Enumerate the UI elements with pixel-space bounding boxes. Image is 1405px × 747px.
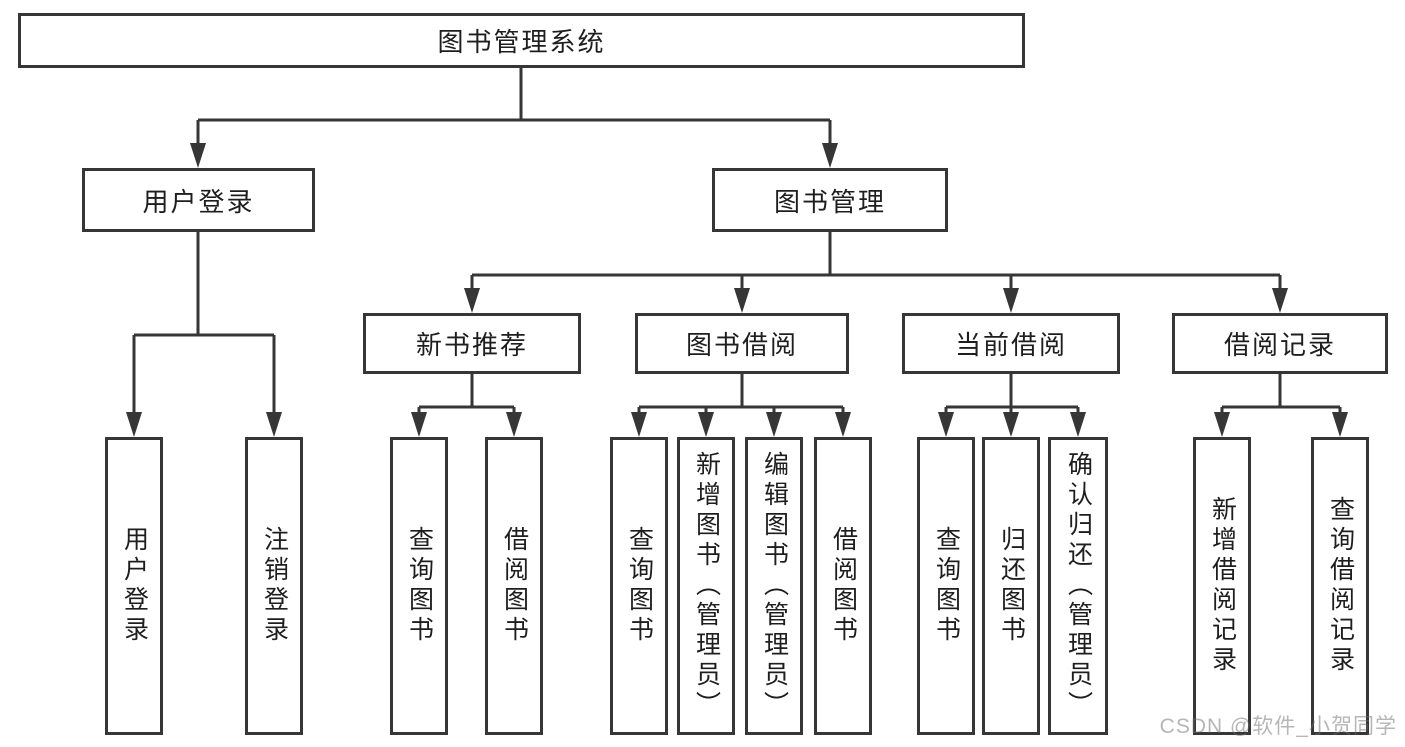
leaf-add-borrow-record: 新增借阅记录 bbox=[1193, 437, 1251, 735]
leaf-query-book-3-label: 查询图书 bbox=[932, 526, 961, 646]
arrowhead bbox=[1003, 288, 1019, 313]
leaf-borrow-book-1-label: 借阅图书 bbox=[500, 526, 529, 646]
arrowhead bbox=[1003, 412, 1019, 437]
edge-borrow-records bbox=[1220, 374, 1342, 420]
arrowhead bbox=[1272, 288, 1288, 313]
leaf-borrow-book-2: 借阅图书 bbox=[814, 437, 872, 735]
leaf-add-borrow-record-label: 新增借阅记录 bbox=[1208, 496, 1237, 676]
leaf-query-borrow-record-label: 查询借阅记录 bbox=[1326, 496, 1355, 676]
edge-book-borrow bbox=[637, 374, 845, 420]
leaf-add-book-admin: 新增图书（管理员） bbox=[677, 437, 735, 735]
arrowhead bbox=[734, 288, 750, 313]
leaf-edit-book-admin-label: 编辑图书（管理员） bbox=[760, 451, 789, 721]
leaf-query-book-2: 查询图书 bbox=[610, 437, 668, 735]
arrowhead bbox=[698, 412, 714, 437]
node-user-login-group: 用户登录 bbox=[82, 168, 315, 232]
node-book-mgmt-group-label: 图书管理 bbox=[773, 186, 886, 217]
edge-root bbox=[196, 68, 832, 150]
node-current-borrow-label: 当前借阅 bbox=[954, 330, 1067, 360]
arrowhead bbox=[266, 412, 282, 437]
arrowhead bbox=[506, 412, 522, 437]
leaf-query-book-1-label: 查询图书 bbox=[405, 526, 434, 646]
arrowhead bbox=[766, 412, 782, 437]
leaf-confirm-return-admin-label: 确认归还（管理员） bbox=[1064, 451, 1093, 721]
arrowhead bbox=[126, 412, 142, 437]
arrowhead bbox=[190, 143, 206, 168]
arrowhead bbox=[631, 412, 647, 437]
leaf-return-book: 归还图书 bbox=[982, 437, 1040, 735]
arrowhead bbox=[1070, 412, 1086, 437]
arrowhead bbox=[1332, 412, 1348, 437]
leaf-add-book-admin-label: 新增图书（管理员） bbox=[692, 451, 721, 721]
edge-new-book bbox=[417, 374, 516, 420]
csdn-watermark: CSDN @软件_小贺同学 bbox=[1159, 715, 1397, 738]
node-book-mgmt-group: 图书管理 bbox=[712, 168, 948, 232]
node-user-login-group-label: 用户登录 bbox=[142, 186, 255, 217]
edge-current-borrow bbox=[944, 374, 1080, 420]
leaf-borrow-book-2-label: 借阅图书 bbox=[829, 526, 858, 646]
leaf-borrow-book-1: 借阅图书 bbox=[485, 437, 543, 735]
arrowhead bbox=[938, 412, 954, 437]
node-new-book-rec-label: 新书推荐 bbox=[415, 330, 528, 360]
node-root: 图书管理系统 bbox=[18, 13, 1025, 68]
leaf-user-login: 用户登录 bbox=[105, 437, 163, 735]
edge-user-login bbox=[132, 232, 276, 420]
leaf-logout: 注销登录 bbox=[245, 437, 303, 735]
node-book-borrow-label: 图书借阅 bbox=[685, 330, 798, 360]
arrowhead bbox=[822, 143, 838, 168]
leaf-return-book-label: 归还图书 bbox=[997, 526, 1026, 646]
node-borrow-records: 借阅记录 bbox=[1172, 313, 1388, 374]
leaf-query-book-2-label: 查询图书 bbox=[625, 526, 654, 646]
leaf-edit-book-admin: 编辑图书（管理员） bbox=[745, 437, 803, 735]
node-borrow-records-label: 借阅记录 bbox=[1223, 330, 1336, 360]
node-new-book-rec: 新书推荐 bbox=[363, 313, 581, 374]
node-current-borrow: 当前借阅 bbox=[902, 313, 1120, 374]
node-book-borrow: 图书借阅 bbox=[635, 313, 849, 374]
edge-book-mgmt bbox=[470, 232, 1282, 295]
leaf-query-book-1: 查询图书 bbox=[390, 437, 448, 735]
leaf-query-book-3: 查询图书 bbox=[917, 437, 975, 735]
arrowhead bbox=[1214, 412, 1230, 437]
arrowhead bbox=[411, 412, 427, 437]
leaf-query-borrow-record: 查询借阅记录 bbox=[1311, 437, 1369, 735]
leaf-user-login-label: 用户登录 bbox=[120, 526, 149, 646]
leaf-logout-label: 注销登录 bbox=[260, 526, 289, 646]
node-root-label: 图书管理系统 bbox=[437, 27, 606, 57]
leaf-confirm-return-admin: 确认归还（管理员） bbox=[1048, 437, 1108, 735]
arrowhead bbox=[835, 412, 851, 437]
arrowhead bbox=[464, 288, 480, 313]
